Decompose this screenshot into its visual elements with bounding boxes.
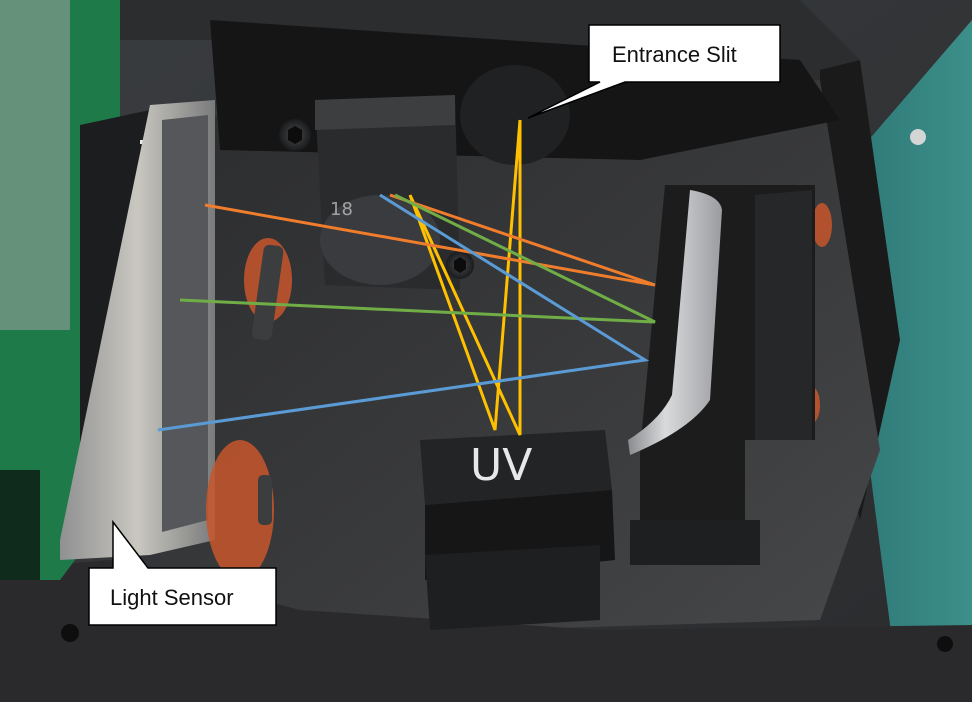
light-rays (157, 119, 656, 436)
grating-mount-right (755, 190, 812, 440)
sensor-bracket (251, 244, 284, 341)
rim-hole (61, 624, 79, 642)
rim-hole (937, 636, 953, 652)
uv-block-label: UV (470, 440, 532, 491)
ray-blue (157, 193, 650, 432)
grating-base (630, 520, 760, 565)
side-panel (860, 20, 972, 702)
light-sensor-window (162, 115, 208, 532)
slit-mount (460, 65, 570, 165)
handwritten-mark: 18 (330, 199, 353, 220)
uv-block-base (425, 545, 600, 630)
ray-green (179, 193, 656, 324)
ray-yellow (408, 119, 522, 436)
pcb-tape (0, 0, 70, 330)
pcb-chip (0, 470, 40, 580)
panel-rivet (910, 129, 926, 145)
entrance-slit-label: Entrance Slit (612, 42, 737, 67)
light-sensor-callout: Light Sensor (88, 519, 277, 626)
light-sensor-label: Light Sensor (110, 585, 234, 610)
hex-socket-screw-icon (446, 251, 474, 279)
collimating-mirror-top (315, 95, 455, 130)
callout-box (88, 519, 277, 626)
callout-box (527, 24, 781, 119)
focusing-mirror (628, 190, 722, 455)
mirror-mount-ring (320, 195, 440, 285)
sensor-bracket (258, 475, 272, 525)
uv-block-top (420, 430, 612, 505)
ray-orange (204, 193, 656, 287)
entrance-slit-callout: Entrance Slit (527, 24, 781, 119)
hex-socket-screw-icon (279, 119, 311, 151)
